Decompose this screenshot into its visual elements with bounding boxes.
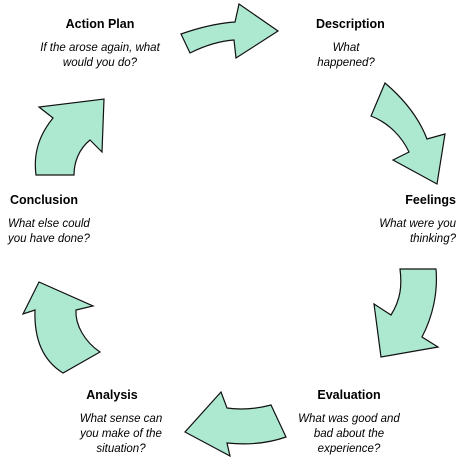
stage-question: If the arose again, what would you do? xyxy=(40,42,160,69)
arrow-feelings-to-evaluation xyxy=(373,268,440,358)
stage-question: What happened? xyxy=(317,42,375,69)
stage-question: What were you thinking? xyxy=(379,218,456,245)
stage-title: Description xyxy=(316,17,385,31)
stage-description: Description What happened? xyxy=(296,16,400,71)
stage-conclusion: Conclusion What else could you have done… xyxy=(0,192,100,247)
stage-question: What else could you have done? xyxy=(8,218,90,245)
stage-feelings: Feelings What were you thinking? xyxy=(330,192,456,247)
stage-analysis: Analysis What sense can you make of the … xyxy=(58,387,184,457)
arrow-action-plan-to-description xyxy=(180,2,280,60)
stage-title: Action Plan xyxy=(65,17,135,31)
arrow-conclusion-to-action-plan xyxy=(34,98,105,176)
arrow-description-to-feelings xyxy=(370,82,446,185)
stage-question: What was good and bad about the experien… xyxy=(298,413,400,455)
arrow-analysis-to-conclusion xyxy=(21,281,102,374)
arrow-evaluation-to-analysis xyxy=(184,390,287,457)
stage-title: Evaluation xyxy=(317,388,381,402)
stage-title: Conclusion xyxy=(9,193,78,207)
stage-title: Analysis xyxy=(86,388,138,402)
stage-action-plan: Action Plan If the arose again, what wou… xyxy=(30,16,170,71)
stage-title: Feelings xyxy=(405,193,456,207)
stage-evaluation: Evaluation What was good and bad about t… xyxy=(294,387,404,457)
stage-question: What sense can you make of the situation… xyxy=(79,413,163,455)
